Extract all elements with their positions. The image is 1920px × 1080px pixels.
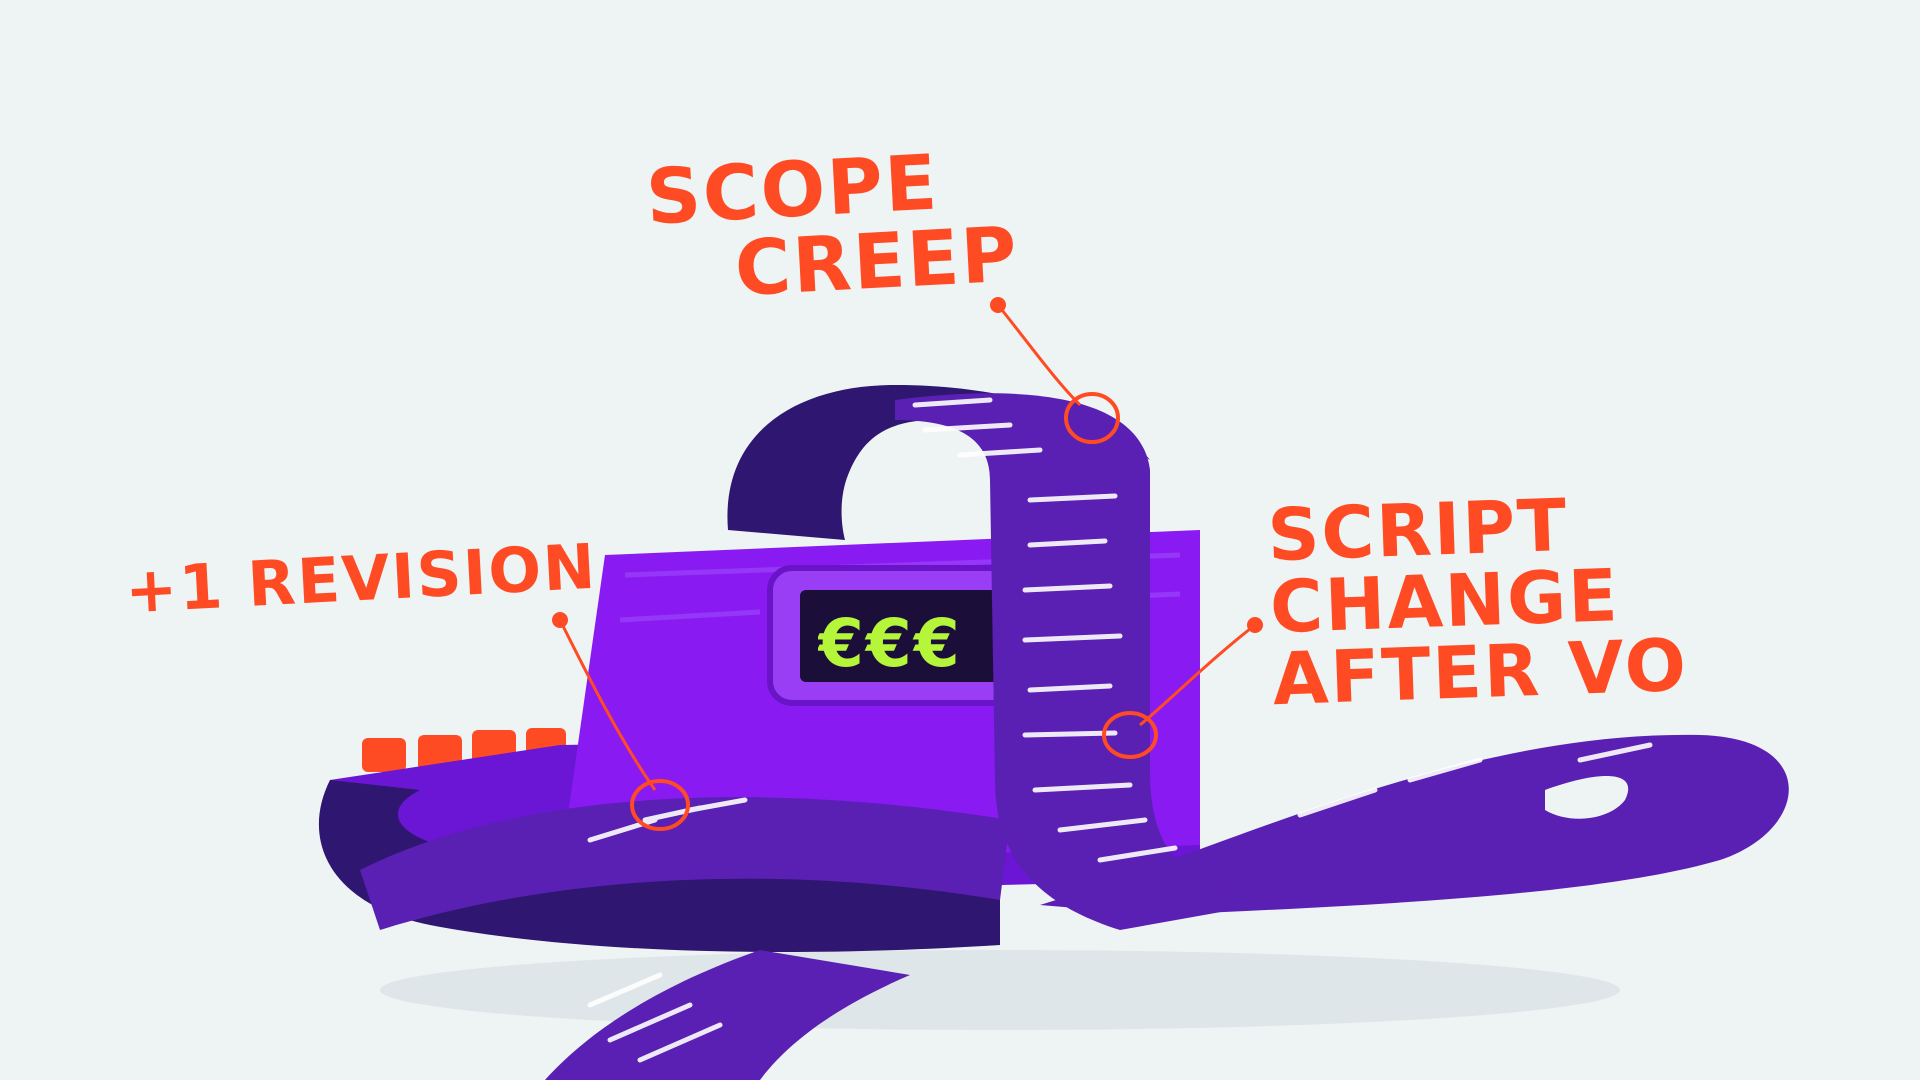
receipt-tape-bottom: [545, 950, 910, 1080]
register-display-text: €€€: [818, 605, 962, 682]
receipt-lines: [587, 397, 1653, 1063]
receipt-tape-left-top: [360, 797, 1010, 930]
receipt-tape-left: [318, 780, 1000, 953]
ground-shadow: [380, 950, 1620, 1030]
annotation-dots: [552, 297, 1263, 633]
scope-creep-label: SCOPE CREEP: [644, 137, 1021, 313]
receipt-tape-center: [895, 393, 1260, 930]
script-change-label: SCRIPT CHANGE AFTER VO: [1266, 483, 1690, 722]
register-display-screen: [800, 590, 1000, 682]
script-change-line-3: AFTER VO: [1271, 622, 1690, 722]
annotation-lines: [558, 304, 1256, 791]
receipt-tape-right-loop: [1040, 734, 1789, 915]
annotation-circles: [630, 392, 1158, 831]
